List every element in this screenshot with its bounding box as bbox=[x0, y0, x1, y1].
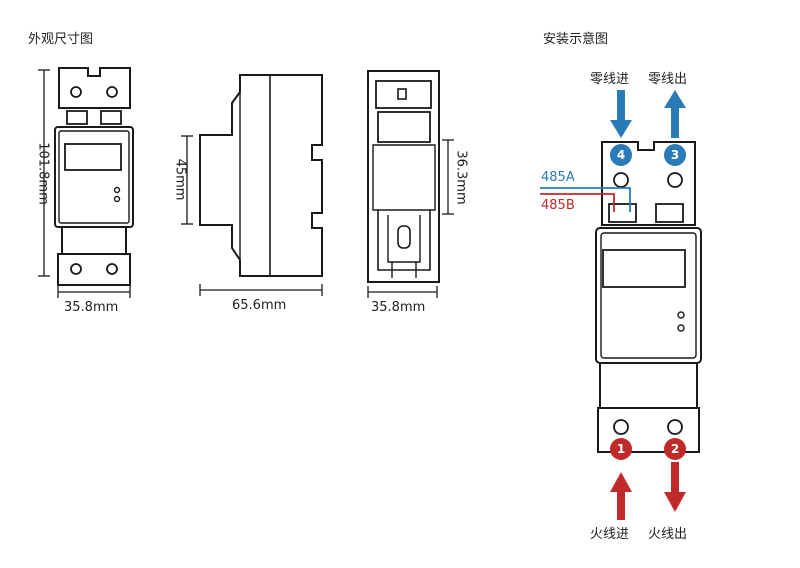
back-width-label: 35.8mm bbox=[371, 300, 426, 315]
dimensions-title: 外观尺寸图 bbox=[28, 32, 94, 47]
live-in-label: 火线进 bbox=[590, 527, 630, 542]
rs485b-label: 485B bbox=[541, 198, 575, 213]
back-height-label: 36.3mm bbox=[453, 150, 469, 205]
back-view bbox=[367, 70, 440, 283]
front-view bbox=[54, 67, 134, 286]
installation-title: 安装示意图 bbox=[543, 32, 609, 47]
depth-label: 65.6mm bbox=[232, 298, 287, 313]
front-width-label: 35.8mm bbox=[64, 300, 119, 315]
terminal-3-badge: 3 bbox=[664, 144, 686, 166]
side-height-label: 45mm bbox=[172, 158, 188, 201]
terminal-2-badge: 2 bbox=[664, 438, 686, 460]
side-view bbox=[199, 74, 323, 277]
neutral-in-label: 零线进 bbox=[590, 72, 630, 87]
neutral-out-label: 零线出 bbox=[648, 72, 688, 87]
live-out-label: 火线出 bbox=[648, 527, 688, 542]
rs485-wires bbox=[540, 187, 631, 212]
rs485a-label: 485A bbox=[541, 170, 575, 185]
height-dimension-label: 101.8mm bbox=[35, 142, 51, 205]
install-device bbox=[595, 141, 702, 453]
terminal-1-badge: 1 bbox=[610, 438, 632, 460]
terminal-4-badge: 4 bbox=[610, 144, 632, 166]
wire-arrows bbox=[610, 90, 686, 520]
